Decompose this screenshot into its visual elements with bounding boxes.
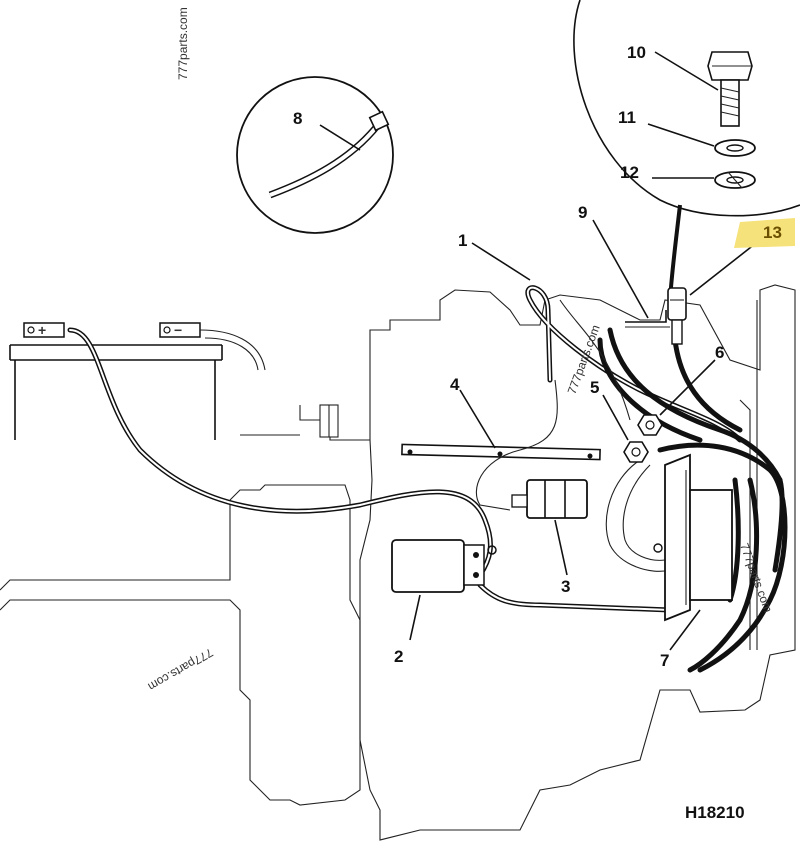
detail-circle-cable-tie: [236, 76, 394, 234]
callout-9: 9: [578, 203, 587, 222]
leader-lines: [319, 51, 761, 651]
watermark-top: 777parts.com: [176, 7, 190, 80]
starter-part-2: [391, 539, 497, 593]
watermark-left: 777parts.com: [146, 645, 216, 693]
callout-1: 1: [458, 231, 467, 250]
callout-3: 3: [561, 577, 570, 596]
detail-circle-fasteners: [573, 0, 800, 301]
relay-part-3: [511, 479, 588, 519]
callout-labels: 1 2 3 4 5 6 7 8 9 10 11 12 13: [293, 43, 782, 670]
lockwasher-part-12: [714, 171, 756, 189]
main-cables: [67, 285, 788, 673]
callout-10: 10: [627, 43, 646, 62]
nut-part-6: [637, 414, 663, 436]
callout-11: 11: [618, 108, 636, 127]
battery: [9, 322, 223, 440]
callout-8: 8: [293, 109, 302, 128]
battery-positive-label: +: [38, 322, 46, 338]
bolt-part-10: [707, 51, 753, 127]
controller-part-7: [653, 453, 733, 622]
battery-negative-label: −: [174, 322, 182, 338]
callout-13: 13: [763, 223, 782, 242]
nut-part-5: [623, 441, 649, 463]
engine-outline: [0, 284, 796, 841]
washer-part-11: [714, 139, 756, 157]
callout-2: 2: [394, 647, 403, 666]
callout-12: 12: [620, 163, 639, 182]
sensor-part-13: [667, 287, 687, 345]
bracket-part-9: [625, 310, 670, 328]
callout-4: 4: [450, 375, 460, 394]
reference-code: H18210: [685, 803, 745, 822]
callout-6: 6: [715, 343, 724, 362]
highlight-marker: [734, 218, 795, 248]
callout-5: 5: [590, 378, 599, 397]
callout-7: 7: [660, 651, 669, 670]
